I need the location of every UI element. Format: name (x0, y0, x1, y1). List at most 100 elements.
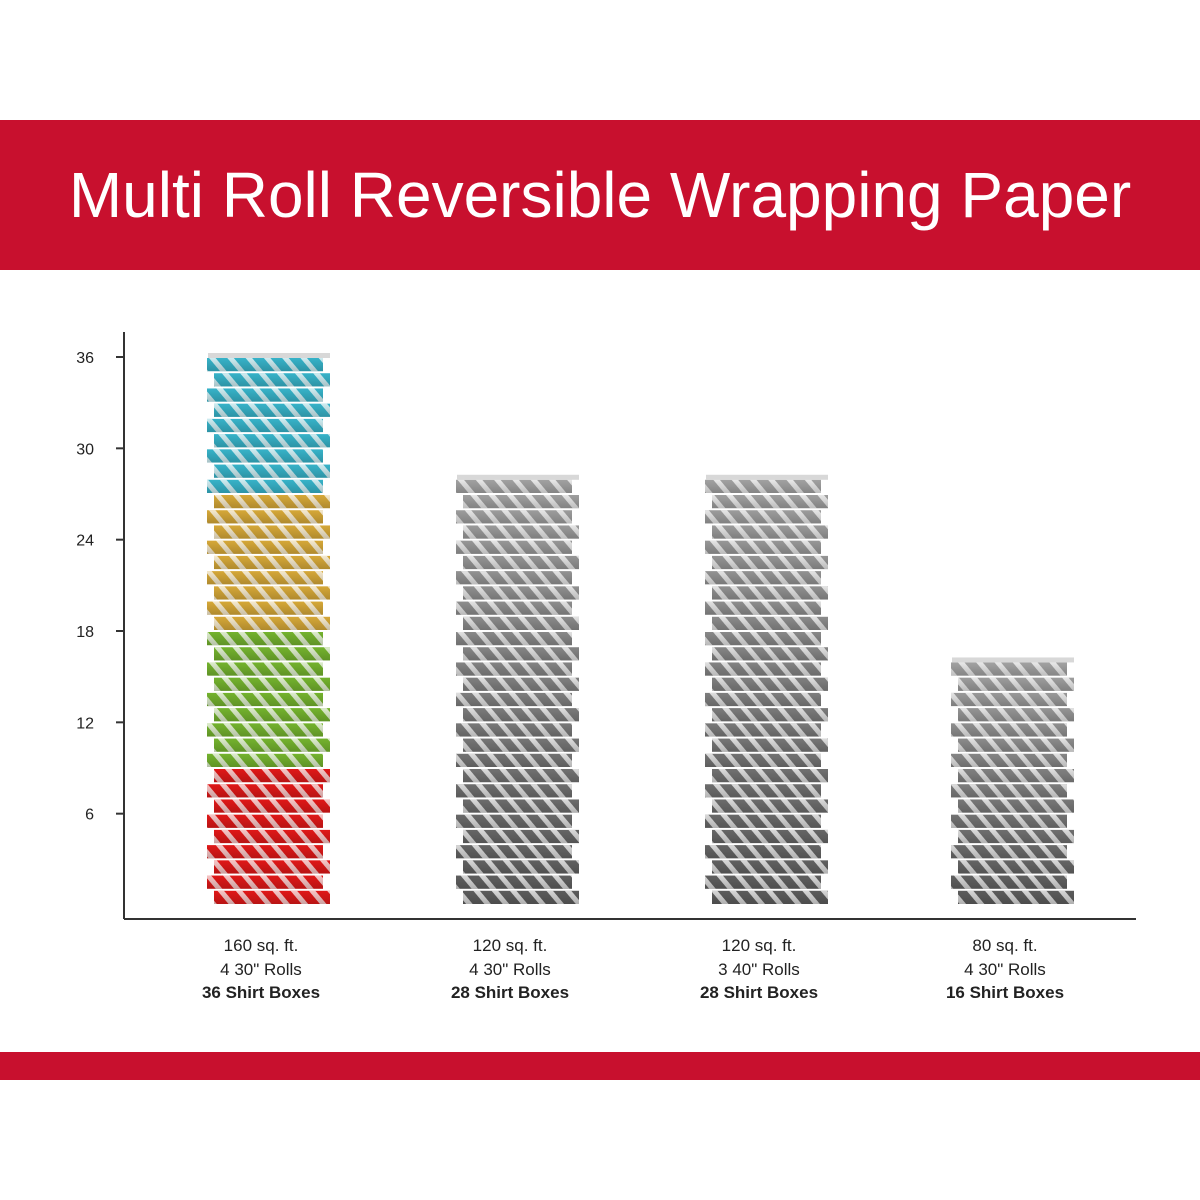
box-shade (207, 601, 323, 615)
shirt-box (214, 403, 330, 417)
bar-top-lid (457, 474, 579, 480)
box-shade (712, 769, 828, 783)
bar-4 (951, 657, 1074, 904)
box-shade (951, 845, 1067, 859)
box-shade (958, 738, 1074, 752)
shirt-box (705, 875, 821, 889)
box-shade (214, 495, 330, 509)
box-shade (958, 677, 1074, 691)
box-shade (712, 586, 828, 600)
box-shade (214, 403, 330, 417)
shirt-box (951, 753, 1067, 767)
shirt-box (463, 616, 579, 630)
shirt-box (712, 555, 828, 570)
box-shade (463, 677, 579, 691)
shirt-box (958, 769, 1074, 783)
shirt-box (456, 540, 572, 554)
shirt-box (207, 692, 323, 707)
shirt-box (214, 890, 330, 904)
shirt-box (463, 860, 579, 874)
box-shade (214, 586, 330, 600)
box-shade (207, 662, 323, 676)
box-shade (463, 708, 579, 722)
shirt-box (705, 784, 821, 798)
box-shade (214, 677, 330, 691)
shirt-box (958, 738, 1074, 752)
shirt-box (214, 738, 330, 752)
box-shade (207, 845, 323, 859)
shirt-box (207, 388, 323, 402)
shirt-box (456, 814, 572, 828)
box-shade (456, 723, 572, 737)
shirt-box (705, 662, 821, 676)
shirt-box (712, 525, 828, 539)
shirt-box (463, 708, 579, 722)
box-shade (456, 692, 572, 707)
shirt-box (951, 814, 1067, 828)
category-label-line2: 3 40" Rolls (718, 959, 800, 979)
box-shade (214, 829, 330, 844)
shirt-box (214, 495, 330, 509)
box-shade (463, 586, 579, 600)
box-shade (705, 845, 821, 859)
shirt-box (214, 434, 330, 448)
shirt-box (463, 769, 579, 783)
box-shade (958, 799, 1074, 813)
box-shade (705, 601, 821, 615)
shirt-box (207, 510, 323, 524)
box-shade (712, 555, 828, 570)
box-shade (463, 769, 579, 783)
shirt-box (958, 799, 1074, 813)
box-shade (951, 692, 1067, 707)
y-tick-label: 36 (76, 350, 94, 367)
shirt-box (712, 799, 828, 813)
box-shade (214, 860, 330, 874)
shirt-box (214, 616, 330, 630)
box-shade (207, 814, 323, 828)
shirt-box (214, 373, 330, 387)
shirt-box (214, 769, 330, 783)
bar-top-lid (208, 353, 330, 358)
box-shade (712, 799, 828, 813)
shirt-box (456, 571, 572, 585)
box-shade (705, 784, 821, 798)
box-shade (463, 555, 579, 570)
box-shade (951, 814, 1067, 828)
box-shade (207, 479, 323, 493)
box-shade (207, 753, 323, 767)
bar-2 (456, 474, 579, 904)
title-band: Multi Roll Reversible Wrapping Paper (0, 120, 1200, 270)
box-shade (958, 708, 1074, 722)
y-tick-label: 30 (76, 441, 94, 458)
shirt-box (207, 571, 323, 585)
box-shade (456, 845, 572, 859)
shirt-box (207, 479, 323, 493)
box-shade (214, 434, 330, 448)
box-shade (214, 708, 330, 722)
box-shade (712, 708, 828, 722)
box-shade (463, 495, 579, 509)
shirt-box (456, 723, 572, 737)
shirt-box (705, 845, 821, 859)
box-shade (207, 449, 323, 463)
box-shade (712, 525, 828, 539)
shirt-box (456, 662, 572, 676)
box-shade (705, 571, 821, 585)
shirt-box (712, 677, 828, 691)
box-shade (712, 616, 828, 630)
box-shade (712, 890, 828, 904)
shirt-box (463, 738, 579, 752)
shirt-box (951, 875, 1067, 889)
shirt-box (951, 662, 1067, 676)
box-shade (958, 769, 1074, 783)
box-shade (456, 662, 572, 676)
box-shade (463, 829, 579, 844)
shirt-box (214, 464, 330, 478)
box-shade (207, 388, 323, 402)
shirt-box (712, 829, 828, 844)
shirt-box (705, 540, 821, 554)
box-shade (712, 677, 828, 691)
